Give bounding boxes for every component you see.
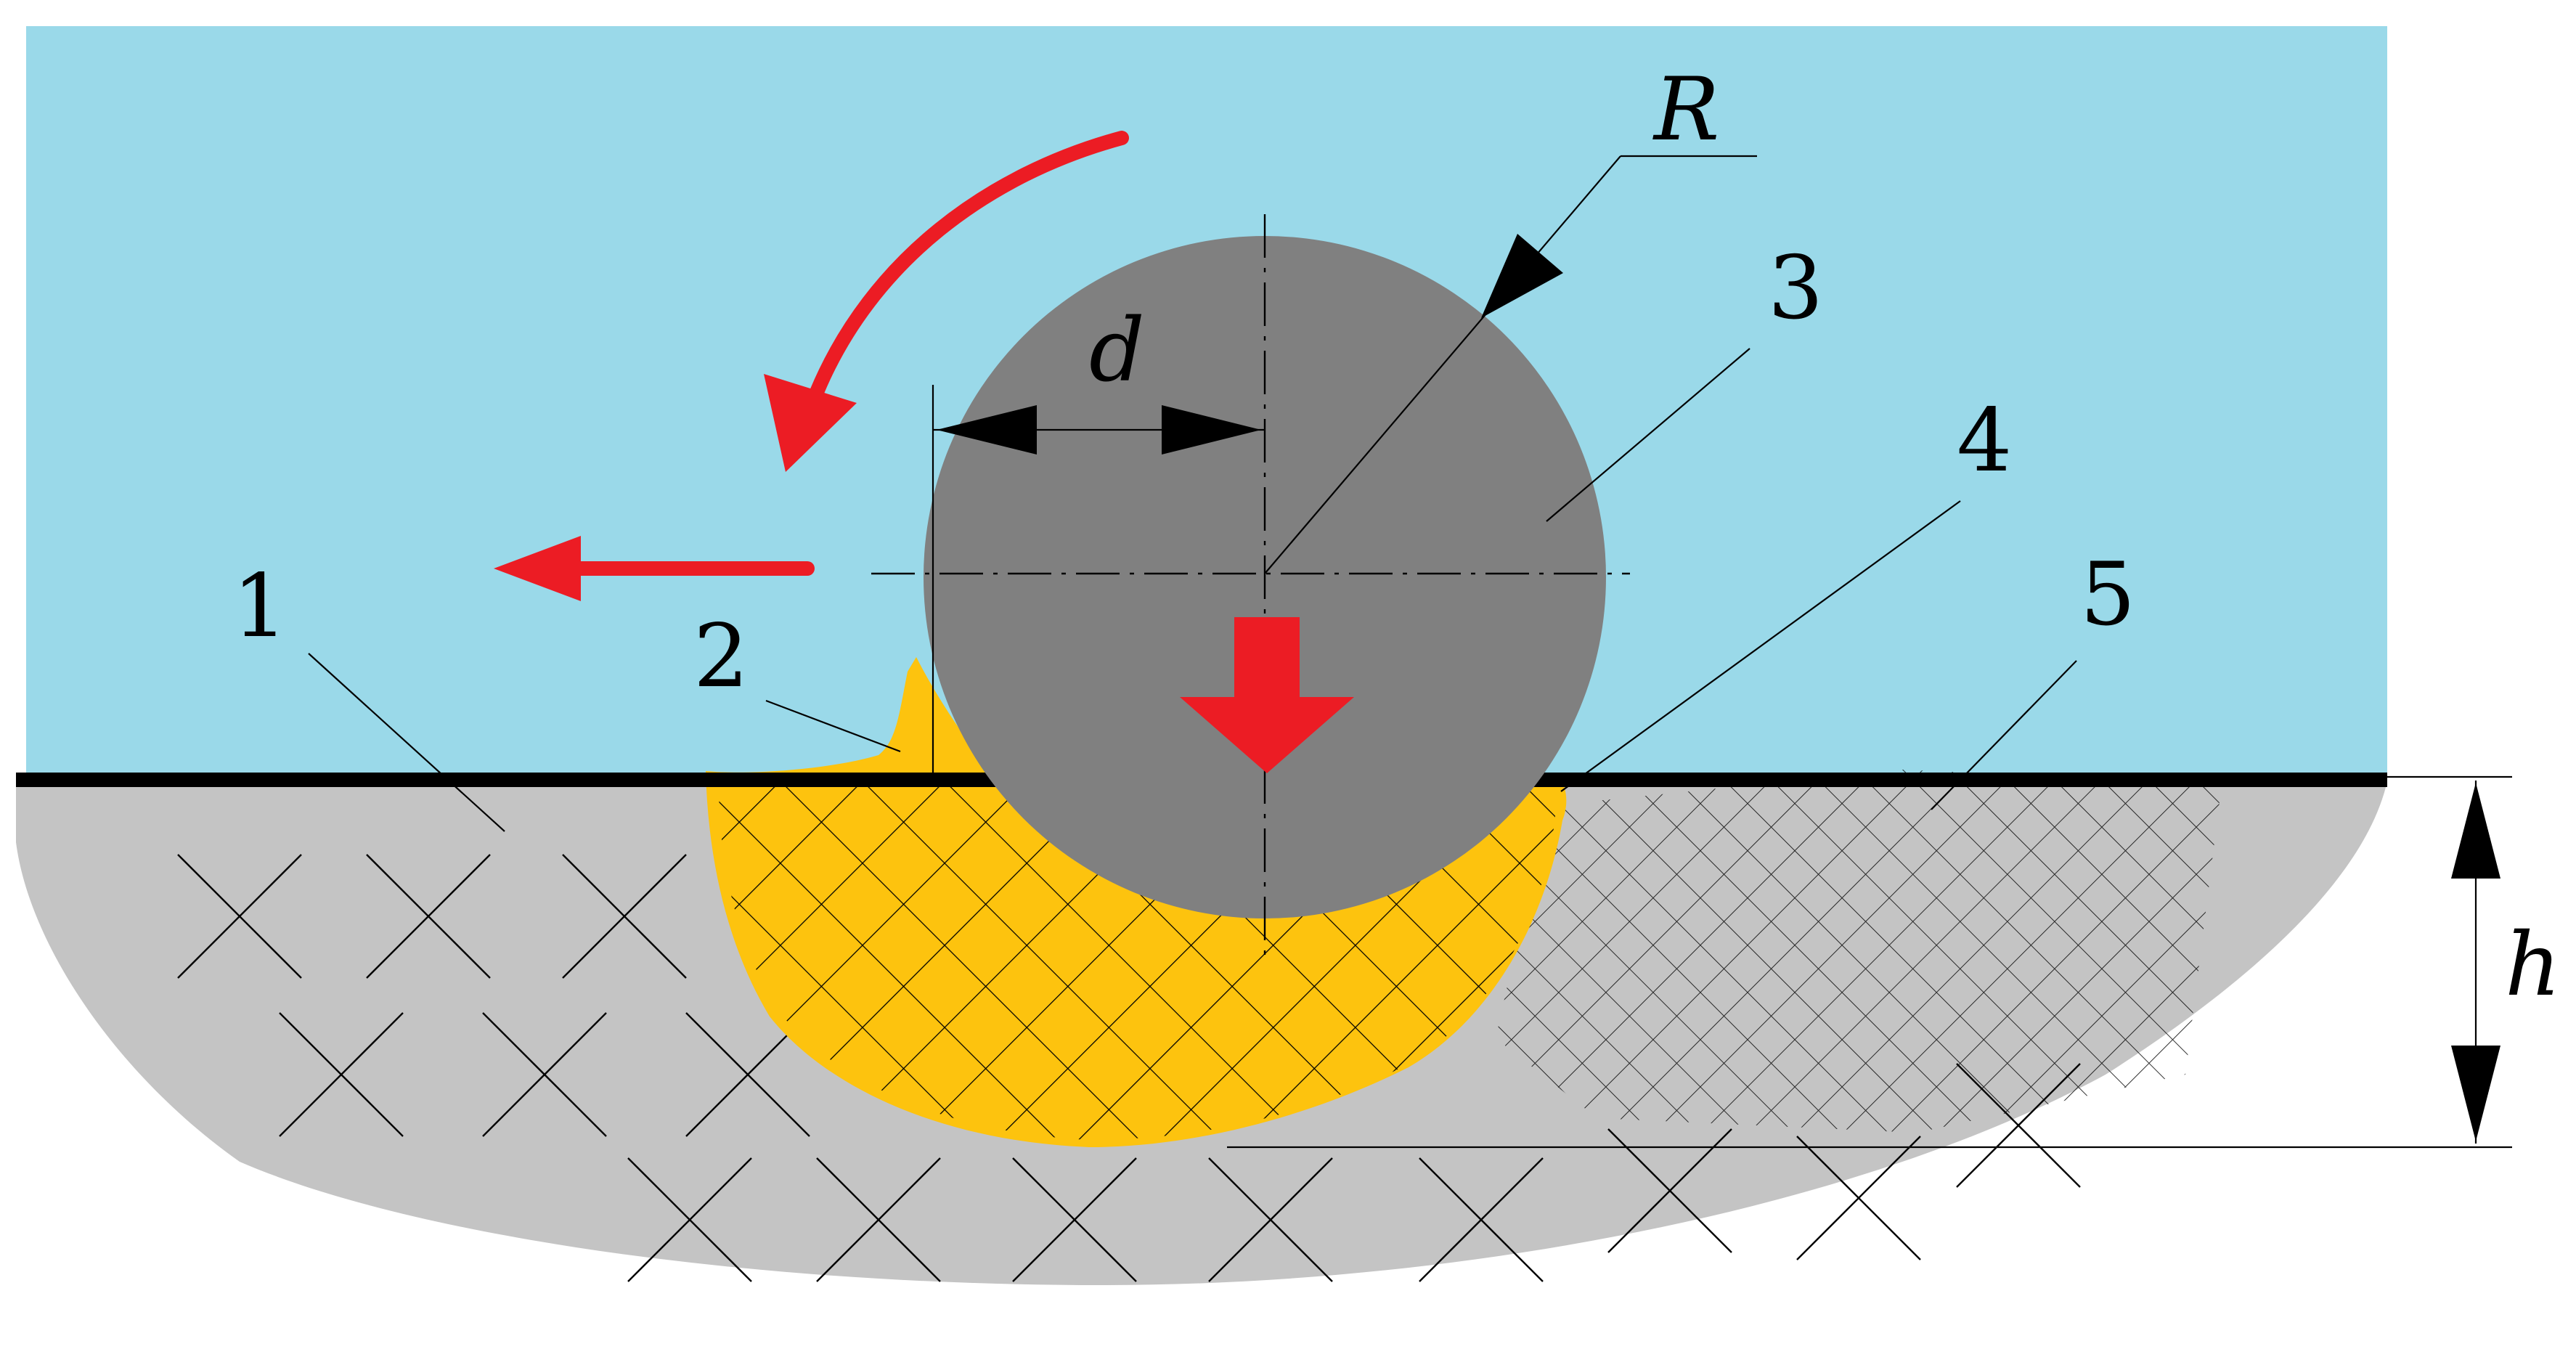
x-mark-stroke (177, 854, 302, 979)
label-offset: d (1089, 301, 1145, 402)
radius-leader-line (1264, 155, 1621, 574)
label-radius: R (1652, 60, 1719, 160)
leader-line-3 (1546, 348, 1750, 522)
radius-arrowhead (1481, 234, 1563, 318)
x-mark-stroke (366, 854, 491, 979)
label-bulge: 2 (693, 606, 749, 707)
workpiece-x-marks (177, 854, 2081, 1282)
x-mark-stroke (627, 1157, 752, 1282)
feed-direction-arrow-head (494, 536, 581, 601)
leader-line-1 (308, 653, 505, 832)
label-roller: 3 (1768, 238, 1823, 339)
x-mark-stroke (562, 854, 687, 979)
label-hardened-zone: 5 (2080, 545, 2135, 645)
rotation-arrow-head (764, 374, 857, 472)
leader-line-2 (765, 699, 901, 753)
label-workpiece: 1 (232, 556, 288, 657)
x-mark-stroke (1208, 1157, 1333, 1282)
depth-arrowhead-bottom (2451, 1046, 2500, 1141)
rotation-arrow-arc (810, 131, 1129, 399)
label-depth: h (2505, 915, 2561, 1016)
offset-arrowhead-left (937, 405, 1037, 455)
depth-arrowhead-top (2451, 783, 2500, 879)
leader-line-5 (1931, 660, 2077, 810)
leader-line-4 (1560, 500, 1961, 792)
x-mark-stroke (279, 1012, 404, 1137)
hardened-zone-hatch (1496, 770, 2222, 1133)
x-mark-stroke (1796, 1136, 1921, 1260)
label-deformed-zone: 4 (1957, 391, 2012, 492)
pressing-force-arrow (1180, 617, 1354, 773)
x-mark-stroke (1607, 1128, 1732, 1253)
offset-arrowhead-right (1162, 405, 1261, 455)
x-mark-stroke (816, 1157, 941, 1282)
x-mark-stroke (1419, 1157, 1544, 1282)
x-mark-stroke (1012, 1157, 1137, 1282)
x-mark-stroke (482, 1012, 607, 1137)
